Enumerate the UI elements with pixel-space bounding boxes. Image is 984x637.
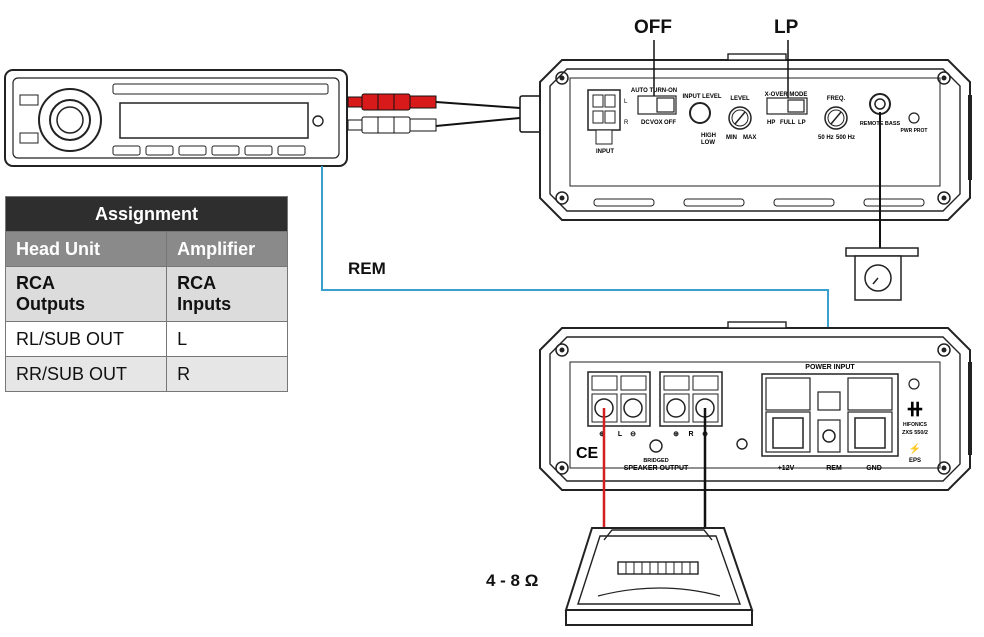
amplifier-top: INPUT L R AUTO TURN-ON DC VOX OFF INPUT … [539,53,972,221]
row-head-unit: RL/SUB OUT [4,321,168,357]
terminal-r-label: R [688,431,693,438]
input-l-label: L [624,99,628,105]
xover-opt-full: FULL [780,120,796,126]
terminal-plus-r: ⊕ [673,431,679,438]
row-amplifier: L [166,321,288,357]
xover-mode-switch: X-OVER MODE HP FULL LP [765,92,808,126]
speaker-terminals-left [587,371,651,427]
impedance-label: 4 - 8 Ω [486,571,539,590]
level-knob: LEVEL MIN MAX [726,96,756,141]
xover-opt-lp: LP [798,120,806,126]
rem-label: REM [348,259,386,278]
terminal-plus-l: ⊕ [599,431,605,438]
subwoofer [564,527,754,626]
input-level-high: HIGH [701,133,716,139]
input-level-label: INPUT LEVEL [682,94,721,100]
speaker-output-label: SPEAKER OUTPUT [624,465,689,472]
row-amplifier: R [166,356,288,392]
rem-terminal-label: REM [826,465,842,472]
assignment-title: Assignment [5,196,288,232]
xover-opt-hp: HP [767,120,775,126]
volume-knob [38,88,102,152]
input-level-low: LOW [701,140,715,146]
power-input-block: POWER INPUT +12V REM GND [761,364,899,472]
model-label: ZXS 550/2 [902,430,928,436]
auto-opt-vox: VOX [650,120,663,126]
terminal-l-label: L [618,431,623,438]
freq-min: 50 Hz [818,135,834,141]
pwr-prot-led: PWR PROT [901,112,928,134]
bridged-label: BRIDGED [643,458,668,464]
display-window [119,102,309,139]
speaker-terminals-right [659,371,723,427]
sub-rca-outputs: RCA Outputs [4,266,168,322]
lp-label: LP [774,17,799,38]
power-input-label: POWER INPUT [805,364,855,371]
rca-white-plug [347,116,437,134]
amplifier-bottom: ⊕ L ⊖ ⊕ R ⊖ BRIDGED SPEAKER OUTPUT CE PO… [539,321,972,491]
brand-label: HIFONICS [903,422,928,428]
head-unit [4,69,348,167]
header-amplifier: Amplifier [166,231,288,267]
auto-opt-off: OFF [664,120,676,126]
level-label: LEVEL [730,96,750,102]
xover-mode-label: X-OVER MODE [765,92,808,98]
sub-rca-inputs: RCA Inputs [166,266,288,322]
eps-label: EPS [909,458,921,464]
gnd-label: GND [866,465,882,472]
plus12v-label: +12V [778,465,795,472]
row-head-unit: RR/SUB OUT [4,356,168,392]
input-r-label: R [624,120,629,126]
pwr-prot-label: PWR PROT [901,128,928,134]
hifonics-logo-icon: ⧺ [906,396,924,421]
freq-max: 500 Hz [836,135,855,141]
terminal-minus-l: ⊖ [630,431,636,438]
table-row: RR/SUB OUT R [4,356,288,392]
remote-bass-knob [845,112,919,301]
assignment-table: Assignment Head Unit Amplifier RCA Outpu… [4,196,288,392]
input-connector: INPUT L R [587,89,629,155]
brand-badge: ⧺ HIFONICS ZXS 550/2 ⚡ EPS [902,378,928,464]
input-label: INPUT [596,149,614,155]
ce-mark: CE [576,445,599,462]
table-row: RL/SUB OUT L [4,321,288,357]
auto-opt-dc: DC [641,120,650,126]
off-label: OFF [634,17,672,38]
level-max: MAX [743,135,756,141]
freq-label: FREQ. [827,96,846,102]
level-min: MIN [726,135,737,141]
freq-knob: FREQ. 50 Hz 500 Hz [818,96,855,141]
header-head-unit: Head Unit [4,231,168,267]
rca-red-plug [347,93,437,111]
input-level-control: INPUT LEVEL HIGH LOW [682,94,721,146]
eps-icon: ⚡ [909,442,921,455]
